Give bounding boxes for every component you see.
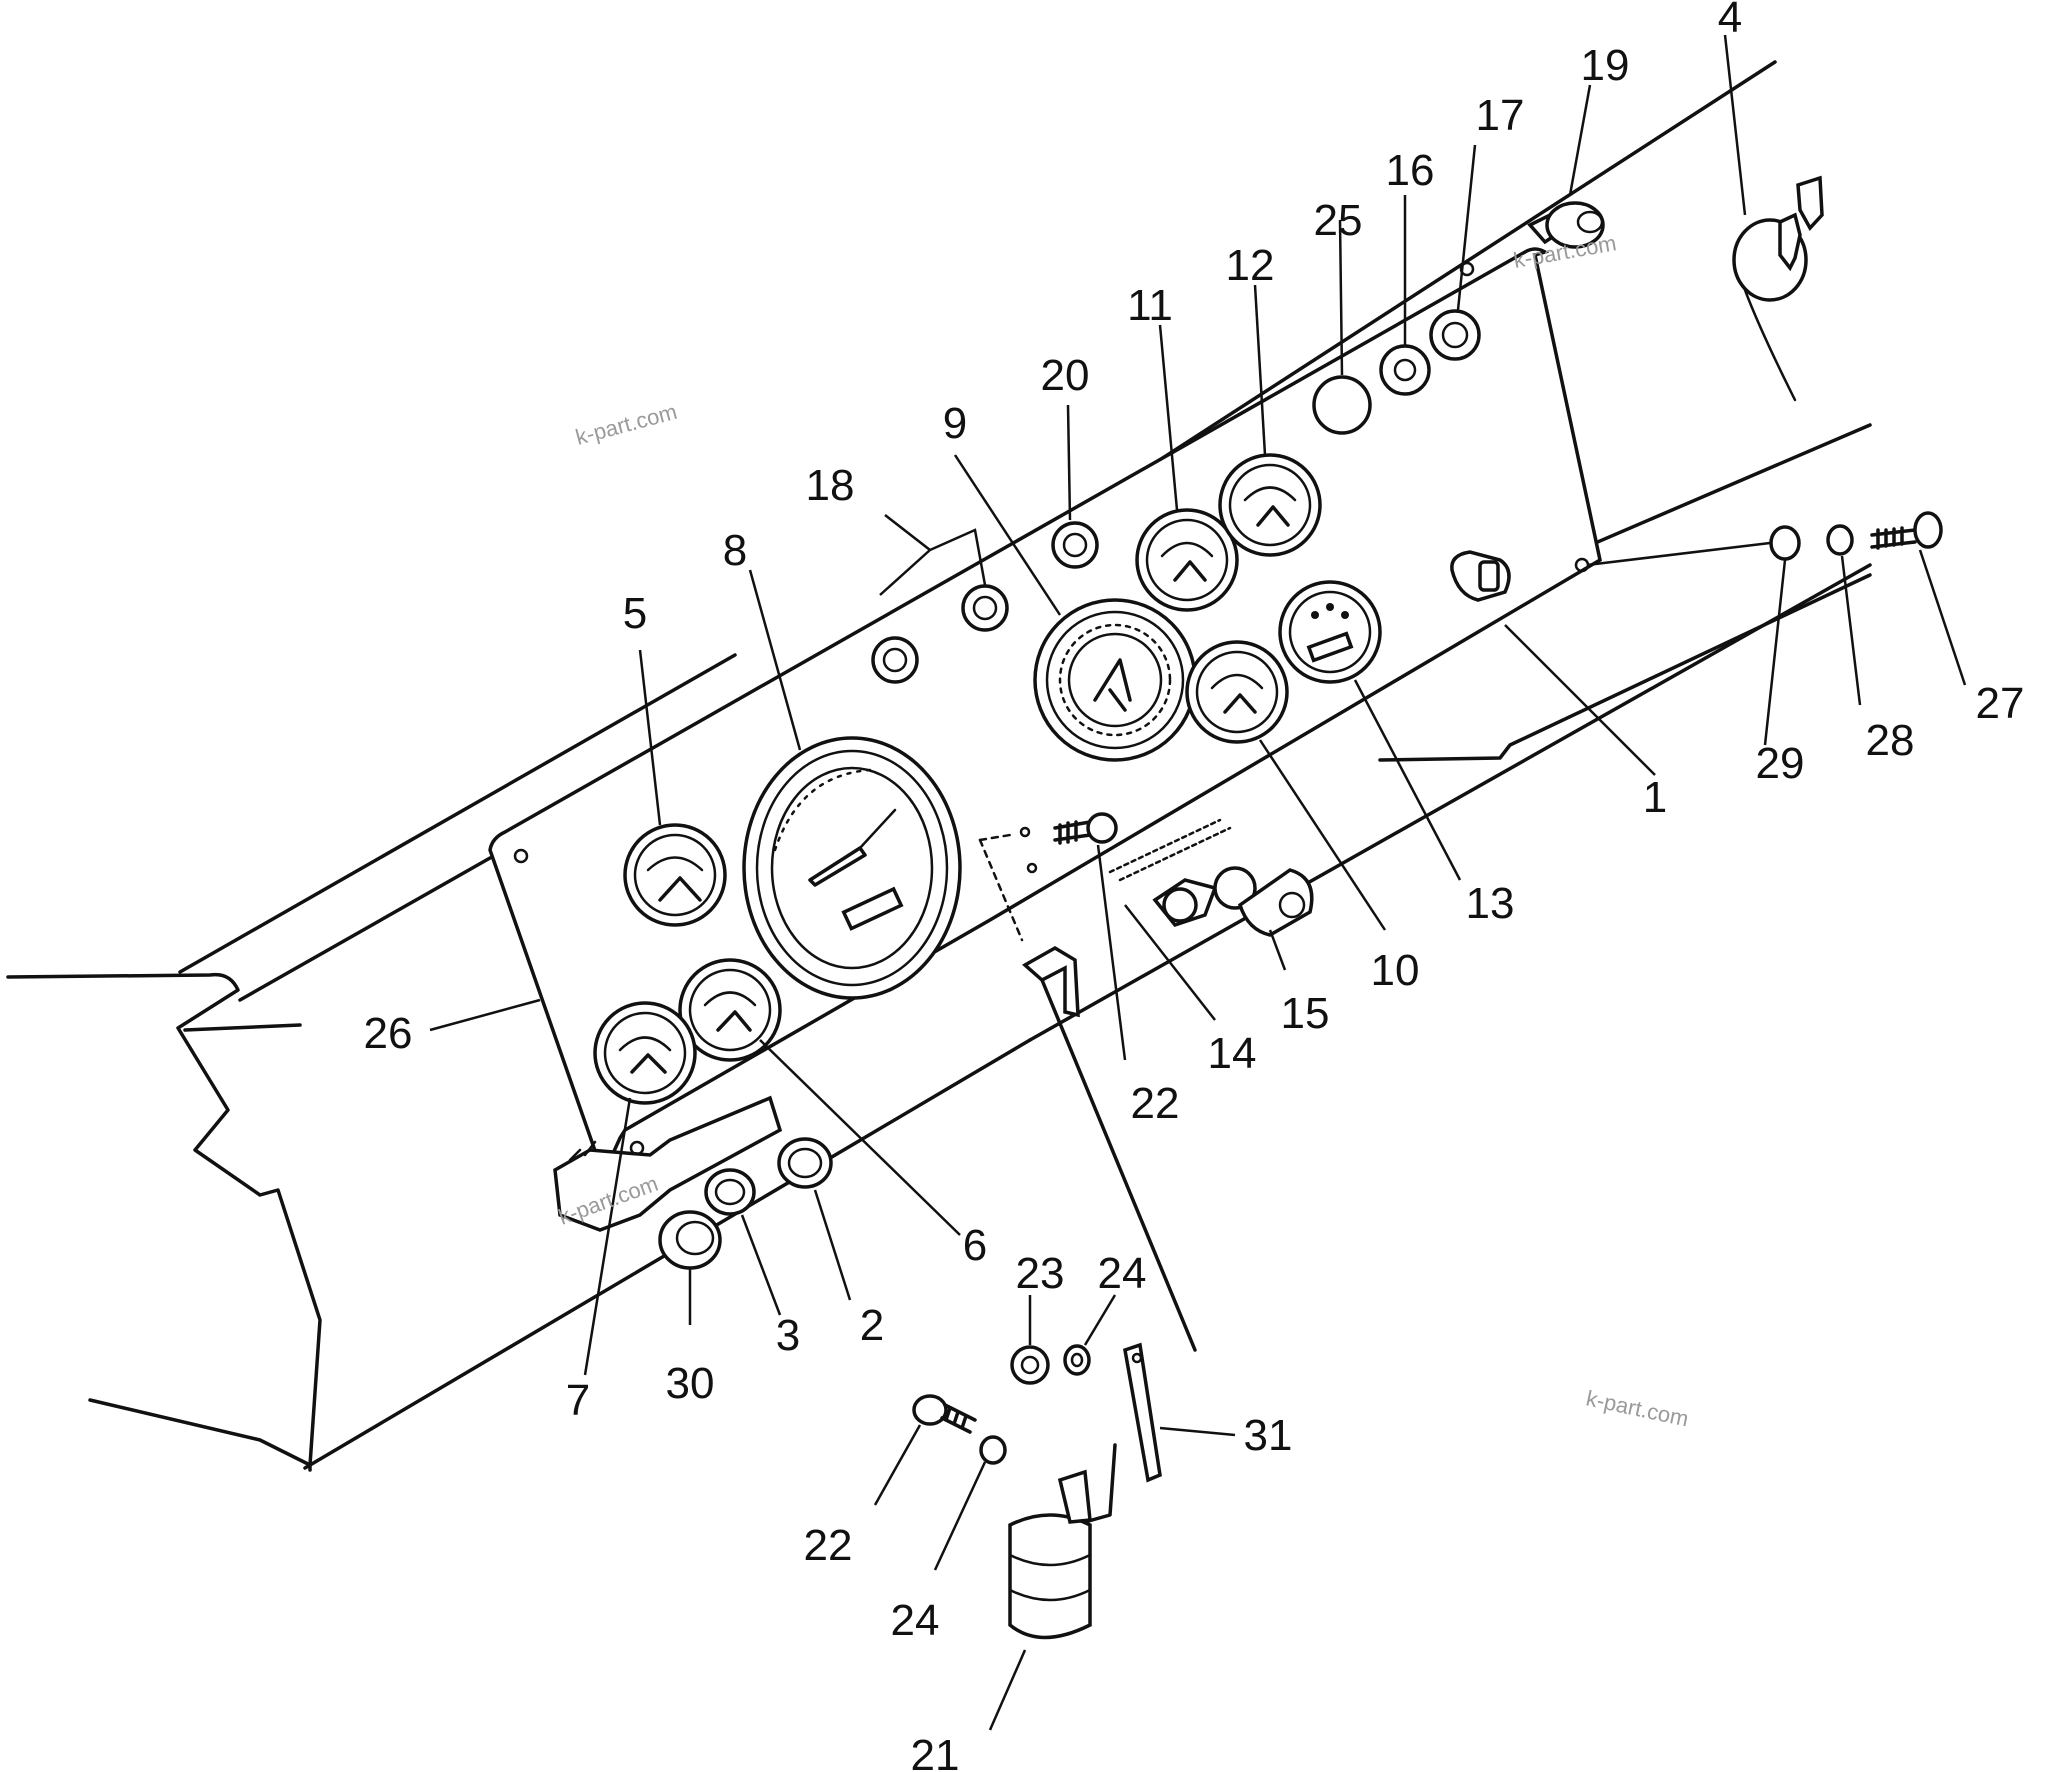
callout-3: 3	[776, 1311, 800, 1360]
gauge-12	[1218, 453, 1322, 557]
callout-6: 6	[963, 1221, 987, 1270]
callout-19: 19	[1581, 41, 1630, 90]
knob-2	[777, 1137, 833, 1189]
light-assembly-4	[1732, 175, 1824, 402]
callout-22-lower: 22	[804, 1521, 853, 1570]
bracket-31	[1083, 1342, 1162, 1524]
indicator-lamp-17	[1429, 309, 1481, 361]
callout-29: 29	[1756, 739, 1805, 788]
gauge-6	[678, 958, 782, 1062]
plug-25	[1312, 375, 1372, 435]
indicator-lamp-18b	[961, 584, 1009, 632]
gauge-7	[593, 1001, 697, 1105]
callout-30: 30	[666, 1359, 715, 1408]
tachometer-gauge-9	[1033, 598, 1197, 762]
callout-5: 5	[623, 589, 647, 638]
gauge-5	[623, 823, 727, 927]
callout-2: 2	[860, 1301, 884, 1350]
callout-7: 7	[566, 1376, 590, 1425]
leader-lines	[429, 34, 1967, 1731]
callout-11: 11	[1127, 281, 1173, 330]
callout-28: 28	[1866, 716, 1915, 765]
callout-16: 16	[1386, 146, 1435, 195]
speedometer-gauge-8	[742, 736, 962, 1000]
callout-31: 31	[1244, 1411, 1293, 1460]
knob-3	[704, 1168, 756, 1216]
callout-1: 1	[1643, 773, 1667, 822]
callout-labels: 1 2 3 4 5 6 7 8 9 10 11 12 13 14 15 16 1…	[364, 0, 2025, 1772]
callout-20: 20	[1041, 351, 1090, 400]
callout-24-upper: 24	[1098, 1249, 1147, 1298]
callout-9: 9	[943, 399, 967, 448]
callout-14: 14	[1208, 1029, 1257, 1078]
nut-23	[1010, 1345, 1050, 1385]
callout-23: 23	[1016, 1249, 1065, 1298]
callout-8: 8	[723, 526, 747, 575]
callout-18: 18	[806, 461, 855, 510]
switch-1	[1450, 550, 1511, 602]
callout-17: 17	[1476, 91, 1525, 140]
callout-12: 12	[1226, 241, 1275, 290]
switch-14	[1108, 818, 1232, 928]
bolt-27	[1870, 511, 1943, 550]
indicator-lamp-20	[1051, 521, 1099, 569]
indicator-lamp-18a	[871, 636, 919, 684]
callout-4: 4	[1718, 0, 1742, 42]
flasher-21	[1008, 1469, 1092, 1640]
washer-24-upper	[1063, 1344, 1091, 1376]
callout-15: 15	[1281, 989, 1330, 1038]
bolt-22-upper	[978, 812, 1118, 942]
knob-30	[658, 1210, 722, 1270]
callout-25: 25	[1314, 196, 1363, 245]
callout-21: 21	[911, 1731, 960, 1772]
callout-27: 27	[1976, 679, 2025, 728]
callout-26: 26	[364, 1009, 413, 1058]
callout-24-lower: 24	[891, 1596, 940, 1645]
washer-24-lower	[979, 1435, 1007, 1465]
washer-29	[1769, 525, 1801, 561]
callout-10: 10	[1371, 946, 1420, 995]
washer-28	[1826, 524, 1854, 556]
callout-13: 13	[1466, 879, 1515, 928]
indicator-lamp-16	[1379, 344, 1431, 396]
support-bracket	[1022, 945, 1197, 1352]
watermark-text: k-part.com	[573, 399, 680, 450]
gauge-10	[1185, 640, 1289, 744]
socket-19	[1527, 201, 1605, 249]
watermark-text: k-part.com	[1584, 1385, 1691, 1431]
key-switch-15	[1213, 866, 1314, 937]
gauge-11	[1135, 508, 1239, 612]
switch-cluster	[553, 1095, 783, 1232]
gauge-13	[1278, 580, 1382, 684]
callout-22-upper: 22	[1131, 1079, 1180, 1128]
bolt-22-lower	[912, 1394, 977, 1434]
